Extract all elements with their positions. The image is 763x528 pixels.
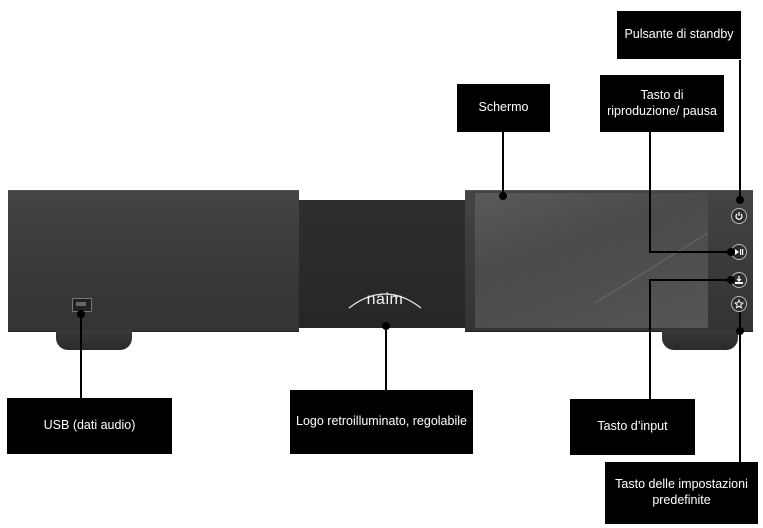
label-input: Tasto d’input xyxy=(570,399,695,455)
naim-logo: naim xyxy=(345,286,425,310)
power-icon xyxy=(735,212,743,220)
label-standby: Pulsante di standby xyxy=(617,11,741,59)
standby-button[interactable] xyxy=(731,208,747,224)
device-left-panel xyxy=(8,190,299,332)
dot-play-pause xyxy=(727,248,735,256)
dot-standby xyxy=(736,196,744,204)
play-pause-icon xyxy=(735,249,744,255)
label-logo: Logo retroilluminato, regolabile xyxy=(290,390,473,454)
input-icon xyxy=(735,276,743,284)
dot-screen xyxy=(499,192,507,200)
screen-reflection xyxy=(594,232,708,304)
logo-text: naim xyxy=(366,291,404,308)
leader-input xyxy=(649,279,731,400)
dot-usb xyxy=(77,310,85,318)
dot-input xyxy=(727,276,735,284)
star-icon xyxy=(734,299,744,309)
device-screen xyxy=(475,193,708,328)
dot-logo xyxy=(382,322,390,330)
label-play-pause: Tasto di riproduzione/ pausa xyxy=(600,75,724,132)
device-center-recess xyxy=(299,200,465,328)
device-foot-left xyxy=(56,330,132,350)
play-pause-button[interactable] xyxy=(731,244,747,260)
leader-play-pause xyxy=(649,130,731,253)
dot-preset xyxy=(736,327,744,335)
label-screen: Schermo xyxy=(457,84,550,132)
label-usb: USB (dati audio) xyxy=(7,398,172,454)
preset-button[interactable] xyxy=(731,296,747,312)
device-foot-right xyxy=(662,330,738,350)
logo-arc xyxy=(348,293,422,309)
label-preset: Tasto delle impostazioni predefinite xyxy=(605,462,758,524)
